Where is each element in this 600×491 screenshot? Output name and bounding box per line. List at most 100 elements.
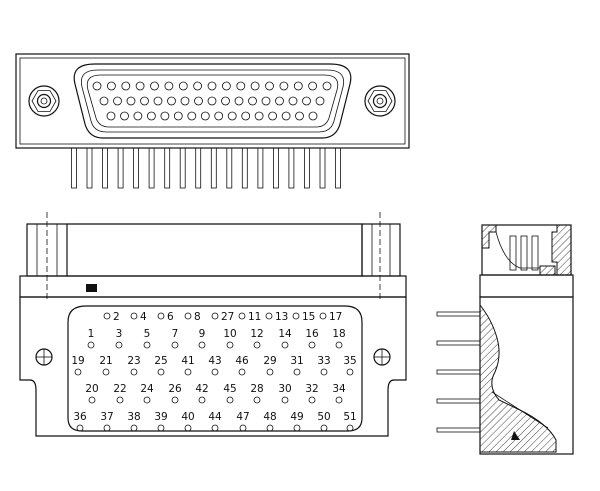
pin-hole (279, 81, 289, 91)
pin-number: 21 (99, 355, 112, 367)
pin-hole (281, 111, 291, 121)
pin-hole (167, 96, 176, 106)
pin-hole (121, 81, 131, 91)
mount-hole-left-icon (35, 348, 53, 366)
front-view-row-4: 36 37 38 39 40 44 47 48 49 50 51 (73, 411, 357, 432)
pin-label-group: 13 (265, 311, 288, 323)
pin-number: 15 (302, 311, 315, 323)
pin-number: 17 (329, 311, 342, 323)
pin-hole (107, 81, 116, 91)
front-view-contact-outline (67, 305, 363, 432)
pin-number: 2 (113, 311, 120, 323)
solder-lead (179, 147, 186, 189)
pin-hole (92, 81, 102, 91)
top-view-flange-inner (19, 57, 406, 145)
solder-lead (86, 147, 93, 189)
pin-number: 23 (127, 355, 140, 367)
solder-lead (195, 147, 202, 189)
pin-label-group: 17 (319, 311, 342, 323)
pin-number: 45 (223, 383, 236, 395)
top-view-flange (15, 53, 410, 149)
solder-lead (319, 147, 326, 189)
pin-label-group: 2 (103, 311, 120, 323)
pin-number: 22 (113, 383, 126, 395)
pin-number: 31 (290, 355, 303, 367)
side-lead (436, 398, 481, 404)
side-lead (436, 427, 481, 433)
front-view-row-1: 1 3 5 7 9 10 12 14 16 18 (87, 328, 346, 349)
hex-nut-right-icon (364, 85, 396, 117)
pin-hole (207, 96, 217, 106)
hex-nut-left-icon (28, 85, 60, 117)
pin-hole (214, 111, 224, 121)
solder-lead (241, 147, 248, 189)
pin-hole (194, 96, 203, 106)
solder-lead (257, 147, 264, 189)
side-view-inner-line (491, 391, 549, 429)
pin-number: 42 (195, 383, 208, 395)
pin-hole (308, 111, 318, 121)
front-view-row-3: 20 22 24 26 42 45 28 30 32 34 (85, 383, 346, 404)
side-view-contact (531, 235, 539, 271)
pin-label-group: 6 (157, 311, 174, 323)
side-view-hatch-top-left (481, 224, 497, 249)
d-sub-shell-inner (80, 69, 345, 133)
pin-hole (200, 111, 210, 121)
solder-lead (117, 147, 124, 189)
pin-hole (295, 111, 304, 121)
pin-number: 41 (181, 355, 194, 367)
pin-number: 49 (290, 411, 303, 423)
pin-number: 19 (71, 355, 84, 367)
pin-hole (126, 96, 136, 106)
pin-hole (173, 111, 183, 121)
side-view-contour (495, 231, 540, 269)
pin-number: 1 (88, 328, 95, 340)
pin-hole (302, 96, 311, 106)
pin-number: 30 (278, 383, 291, 395)
pin-hole (140, 96, 149, 106)
side-view-leads (436, 311, 481, 433)
pin-number: 47 (236, 411, 249, 423)
pin-number: 12 (250, 328, 263, 340)
pin-number: 8 (194, 311, 201, 323)
polarity-mark (86, 284, 97, 292)
pin-hole (153, 96, 163, 106)
pin-number: 13 (275, 311, 288, 323)
pin-number: 6 (167, 311, 174, 323)
solder-lead (288, 147, 295, 189)
pin-hole (234, 96, 244, 106)
pin-hole (241, 111, 251, 121)
pin-hole (146, 111, 156, 121)
front-view-body (67, 223, 363, 277)
pin-number: 10 (223, 328, 236, 340)
pin-hole (248, 96, 257, 106)
pin-number: 48 (263, 411, 276, 423)
pin-number: 27 (221, 311, 234, 323)
top-view-leads (71, 147, 341, 189)
solder-lead (102, 147, 108, 189)
pin-hole (113, 96, 122, 106)
solder-lead (303, 147, 310, 189)
solder-lead (148, 147, 155, 189)
solder-lead (71, 147, 77, 189)
pin-hole (133, 111, 143, 121)
pin-number: 9 (199, 328, 206, 340)
pin-number: 51 (343, 411, 356, 423)
side-lead (436, 369, 481, 375)
pin-number: 24 (140, 383, 154, 395)
d-sub-insert (86, 74, 339, 128)
pin-number: 46 (235, 355, 249, 367)
pin-number: 5 (144, 328, 151, 340)
side-view-band (479, 274, 574, 298)
pin-number: 44 (208, 411, 222, 423)
front-view-top-row: 2 4 6 8 27 11 13 15 17 (103, 311, 342, 323)
pin-hole (221, 81, 231, 91)
pin-hole (164, 81, 174, 91)
pin-label-group: 8 (184, 311, 201, 323)
pin-number: 32 (305, 383, 318, 395)
pin-hole (178, 81, 188, 91)
pin-number: 25 (154, 355, 167, 367)
solder-lead (226, 147, 233, 189)
pin-number: 20 (85, 383, 98, 395)
side-view-hatch-body (479, 303, 557, 453)
